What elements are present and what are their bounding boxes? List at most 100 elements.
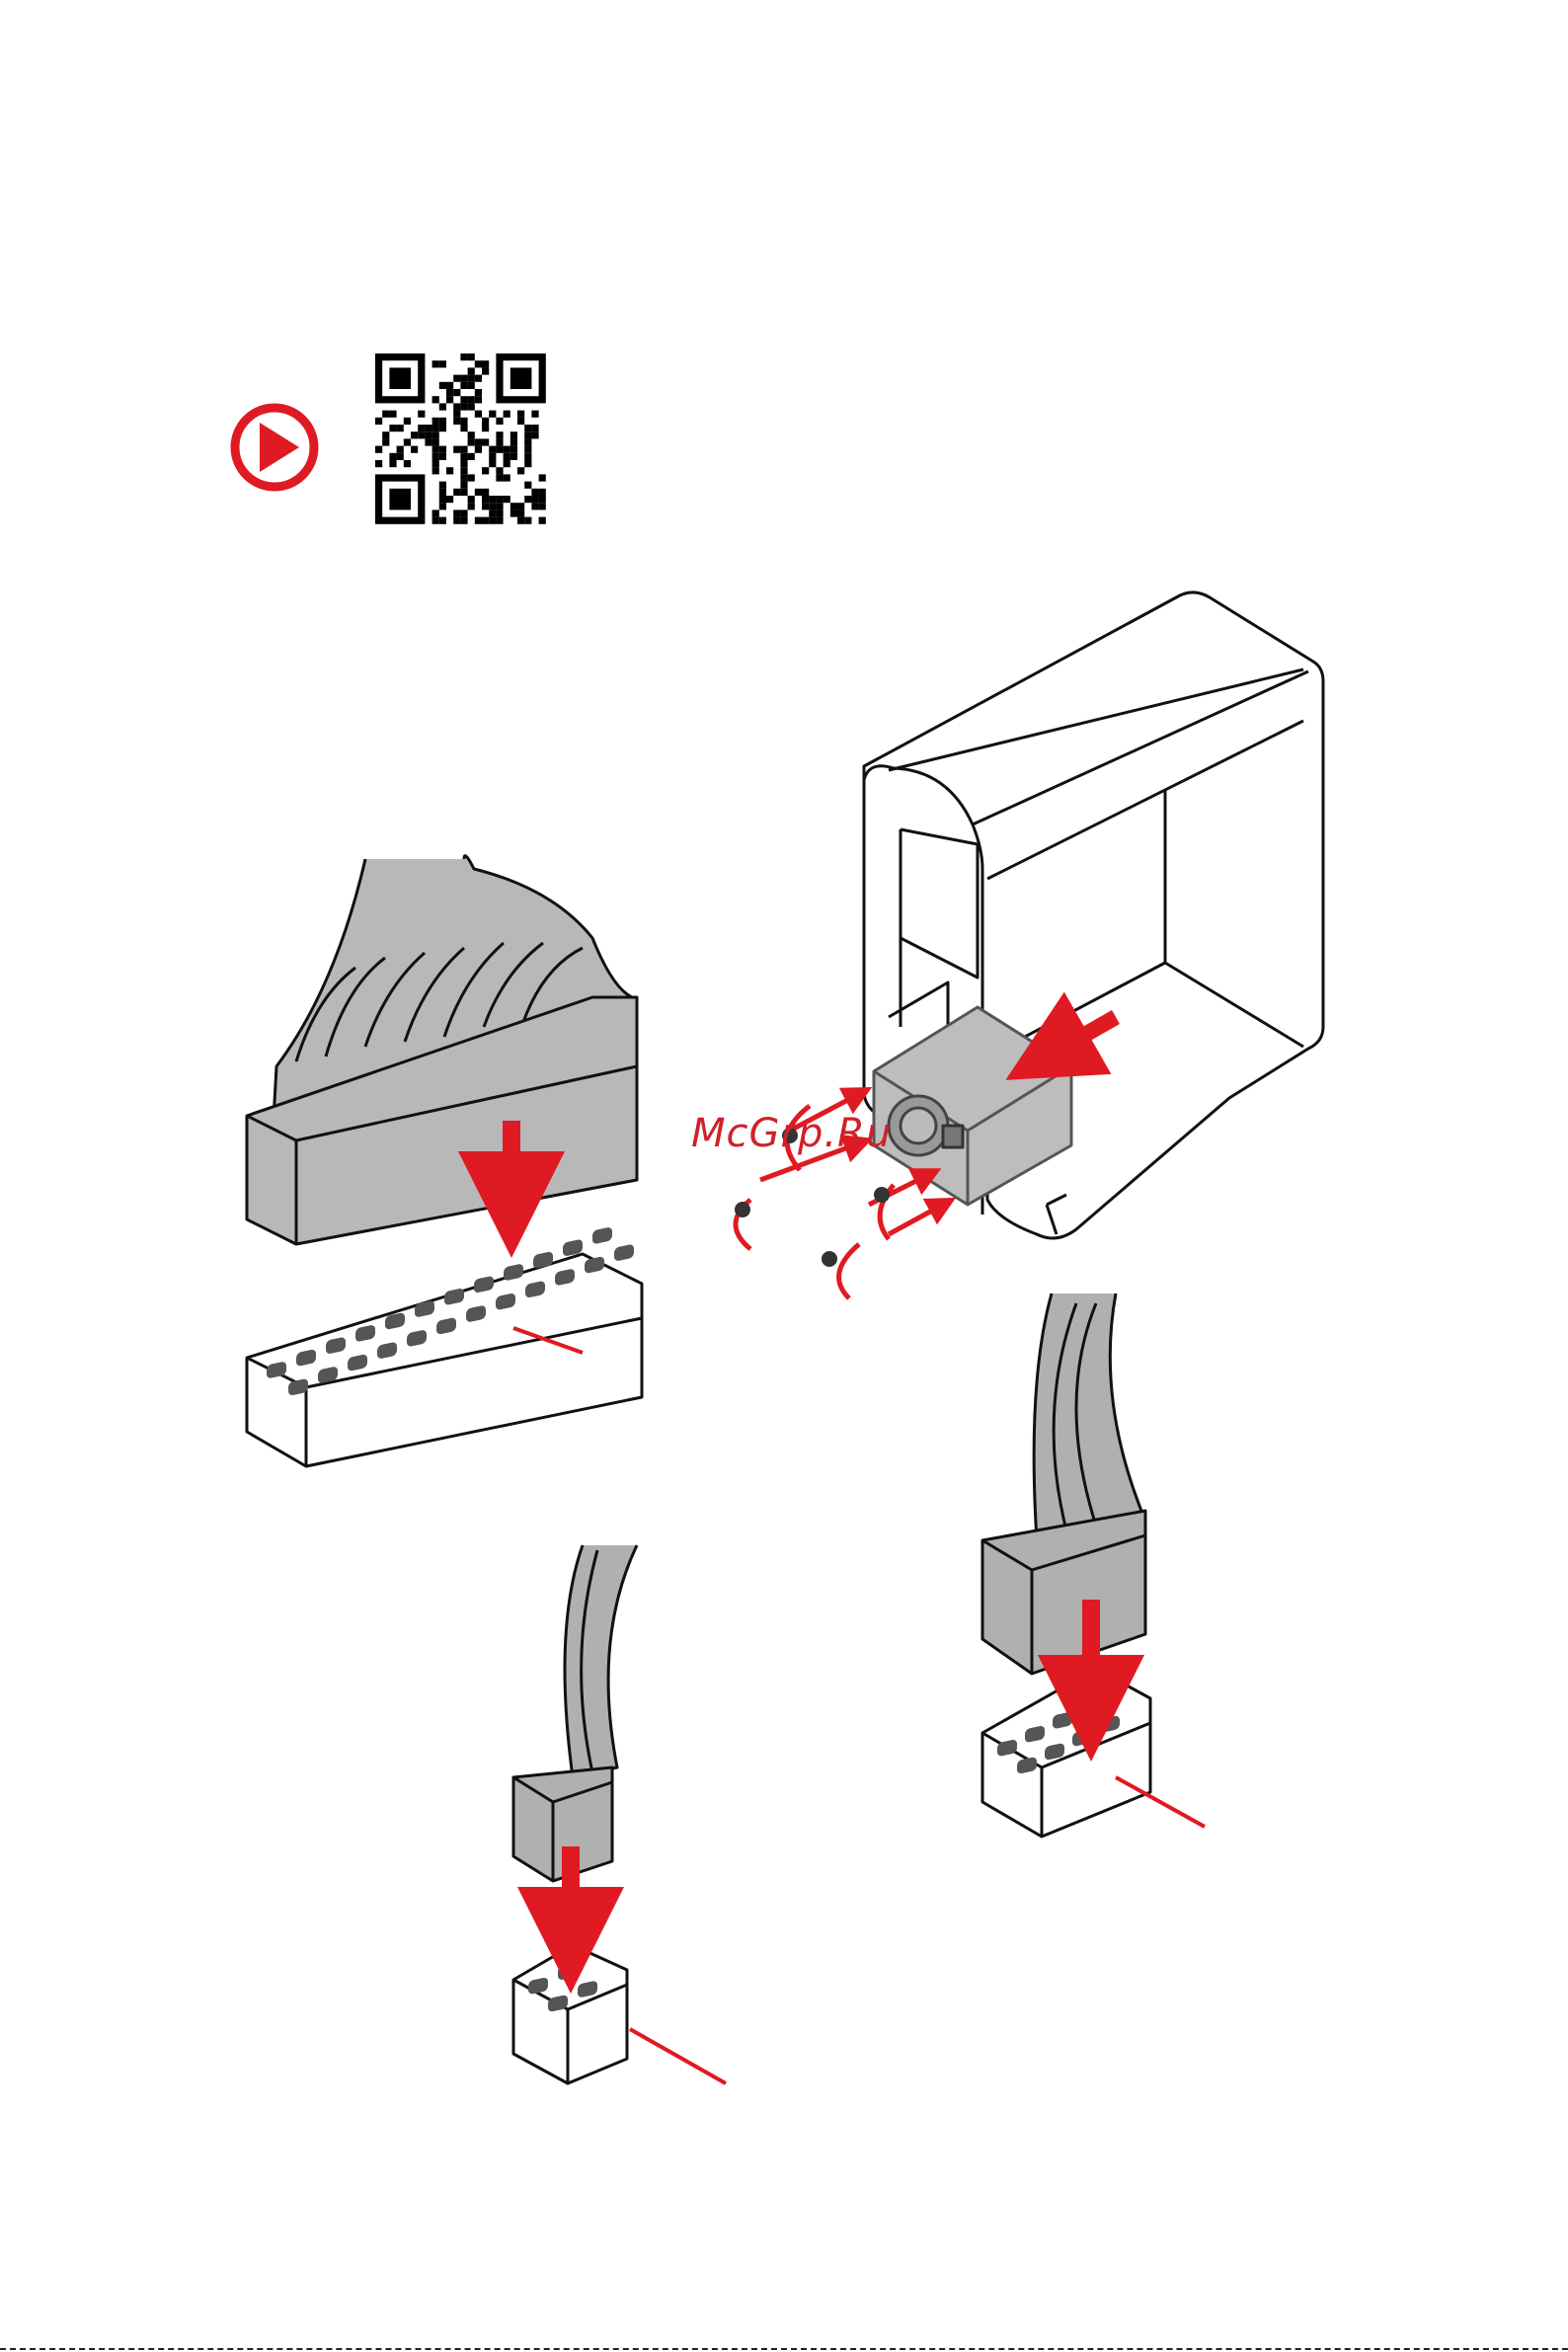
qr-module (432, 510, 439, 516)
qr-module (539, 517, 546, 524)
qr-module (468, 375, 475, 382)
qr-module (439, 425, 446, 431)
qr-module (453, 411, 460, 418)
qr-module (411, 431, 418, 438)
qr-module (460, 467, 467, 474)
qr-module (453, 375, 460, 382)
qr-module (496, 503, 503, 510)
qr-module (468, 367, 475, 374)
qr-module (460, 382, 467, 389)
qr-module (439, 496, 446, 503)
qr-module (468, 431, 475, 438)
qr-module (439, 446, 446, 453)
qr-module (468, 496, 475, 503)
qr-module (524, 446, 531, 453)
qr-module (504, 411, 510, 418)
qr-module (425, 438, 431, 445)
qr-module (517, 467, 524, 474)
qr-module (539, 489, 546, 496)
qr-module (482, 467, 489, 474)
qr-module (453, 389, 460, 396)
qr-module (496, 474, 503, 481)
qr-module (504, 474, 510, 481)
qr-module (524, 517, 531, 524)
qr-module (439, 418, 446, 425)
qr-module (460, 353, 467, 360)
play-circle-icon[interactable] (235, 408, 314, 487)
qr-module (524, 431, 531, 438)
qr-module (496, 467, 503, 474)
qr-module (489, 517, 496, 524)
qr-module (460, 482, 467, 489)
qr-module (375, 446, 382, 453)
qr-module (475, 517, 482, 524)
qr-code[interactable] (375, 353, 546, 524)
qr-module (496, 438, 503, 445)
qr-module (510, 446, 517, 453)
qr-module (460, 489, 467, 496)
qr-module (460, 418, 467, 425)
qr-module (389, 460, 396, 467)
qr-module (439, 482, 446, 489)
qr-module (468, 453, 475, 460)
qr-module (496, 510, 503, 516)
atx-24pin-connector (247, 856, 642, 1466)
qr-module (418, 431, 425, 438)
qr-module (468, 353, 475, 360)
qr-module (382, 431, 389, 438)
qr-module (375, 418, 382, 425)
qr-module (510, 503, 517, 510)
qr-module (439, 360, 446, 367)
qr-module (439, 382, 446, 389)
qr-module (475, 489, 482, 496)
qr-module (382, 438, 389, 445)
qr-module (432, 396, 439, 403)
qr-module (439, 489, 446, 496)
qr-module (531, 431, 538, 438)
qr-module (482, 360, 489, 367)
qr-module (460, 460, 467, 467)
qr-module (453, 446, 460, 453)
qr-module (482, 517, 489, 524)
qr-module (524, 482, 531, 489)
qr-module (489, 460, 496, 467)
qr-module (496, 496, 503, 503)
qr-module (482, 425, 489, 431)
qr-module (439, 517, 446, 524)
qr-module (432, 446, 439, 453)
qr-module (531, 411, 538, 418)
qr-module (482, 438, 489, 445)
qr-module (496, 431, 503, 438)
qr-module (510, 431, 517, 438)
qr-module (482, 367, 489, 374)
qr-module (475, 360, 482, 367)
qr-module (404, 460, 411, 467)
qr-module (504, 453, 510, 460)
qr-module (524, 460, 531, 467)
qr-module (397, 446, 404, 453)
qr-module (531, 489, 538, 496)
qr-module (404, 418, 411, 425)
qr-module (432, 517, 439, 524)
qr-module (489, 453, 496, 460)
qr-module (397, 425, 404, 431)
qr-module (425, 425, 431, 431)
qr-module (453, 489, 460, 496)
qr-module (460, 453, 467, 460)
qr-module (382, 411, 389, 418)
qr-module (460, 425, 467, 431)
qr-module (460, 510, 467, 516)
qr-module (468, 438, 475, 445)
qr-module (468, 382, 475, 389)
qr-module (524, 496, 531, 503)
qr-module (432, 453, 439, 460)
qr-module (510, 510, 517, 516)
qr-module (475, 446, 482, 453)
qr-module (517, 418, 524, 425)
qr-module (460, 396, 467, 403)
qr-module (432, 418, 439, 425)
qr-module (496, 418, 503, 425)
qr-module (539, 503, 546, 510)
qr-module (460, 446, 467, 453)
qr-module (432, 431, 439, 438)
